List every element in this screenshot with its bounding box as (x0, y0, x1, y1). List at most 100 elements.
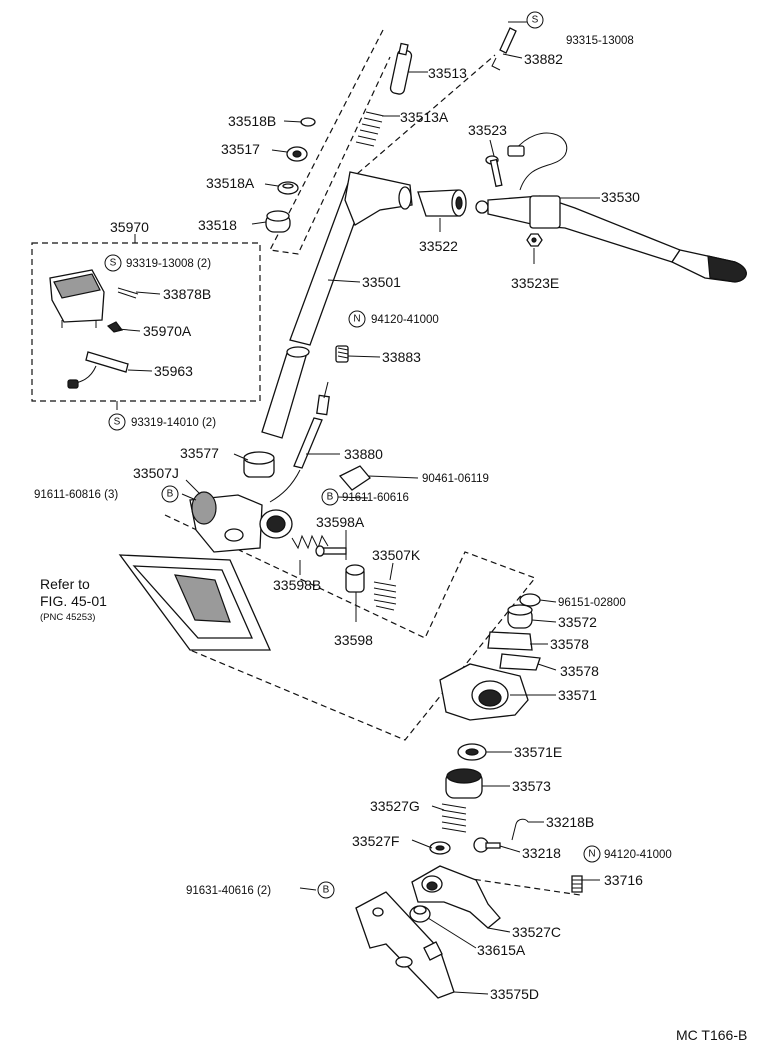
label-91631-40616: 91631-40616 (2) (186, 885, 271, 897)
diagram-code: MC T166-B (676, 1027, 747, 1043)
part-33598b-spring (291, 534, 329, 550)
refer-note-line3: (PNC 45253) (40, 612, 95, 623)
label-33883: 33883 (382, 349, 421, 365)
label-33571e: 33571E (514, 744, 562, 760)
symbol-b-91611-b: B (321, 488, 339, 506)
label-90461-06119: 90461-06119 (422, 473, 489, 485)
part-33518a-washer (277, 181, 299, 195)
part-33578-lower-seat (499, 653, 541, 671)
svg-text:N: N (353, 314, 360, 325)
part-ring-nut (259, 509, 293, 539)
label-33527f: 33527F (352, 833, 399, 849)
part-33598-plunger (345, 564, 365, 593)
label-33507j: 33507J (133, 465, 179, 481)
label-33880: 33880 (344, 446, 383, 462)
part-33513-pin (389, 42, 413, 95)
label-33615a: 33615A (477, 942, 526, 958)
refer-note-line2: FIG. 45-01 (40, 593, 107, 609)
symbol-b-91631: B (317, 881, 335, 899)
label-93315-13008: 93315-13008 (566, 35, 634, 47)
label-33522: 33522 (419, 238, 458, 254)
label-96151-02800: 96151-02800 (558, 597, 626, 609)
label-33518: 33518 (198, 217, 237, 233)
svg-text:S: S (110, 258, 117, 269)
part-96151-snap-ring (519, 593, 541, 607)
symbol-s-93319-b: S (108, 413, 126, 431)
label-33598: 33598 (334, 632, 373, 648)
svg-text:B: B (323, 885, 330, 896)
refer-note: Refer to FIG. 45-01 (PNC 45253) (40, 576, 107, 623)
symbol-n-94120-b: N (583, 845, 601, 863)
label-93319-13008: 93319-13008 (2) (126, 258, 211, 270)
label-33527c: 33527C (512, 924, 561, 940)
part-33517-bushing (286, 146, 308, 162)
part-33716-stud (571, 875, 583, 893)
part-33507k-spring (373, 581, 397, 611)
part-33218-bolt (473, 837, 501, 853)
lever-link-dashed-line (349, 54, 496, 181)
label-35970: 35970 (110, 219, 149, 235)
label-33530: 33530 (601, 189, 640, 205)
part-33572-bushing (507, 604, 533, 629)
label-33513: 33513 (428, 65, 467, 81)
label-33575d: 33575D (490, 986, 539, 1002)
part-33598a-pin (315, 545, 347, 557)
knob-kit-dashed-box (31, 242, 261, 402)
label-94120-41000-a: 94120-41000 (371, 314, 439, 326)
part-33507j-housing (189, 491, 263, 553)
part-33523-bolt (485, 155, 503, 188)
part-33518b-clip (300, 117, 316, 127)
part-33578-upper-seat (487, 631, 533, 651)
label-33577: 33577 (180, 445, 219, 461)
part-33577-bushing (243, 451, 275, 478)
label-33218: 33218 (522, 845, 561, 861)
part-33883-plug (335, 345, 349, 363)
label-33507k: 33507K (372, 547, 421, 563)
svg-text:N: N (588, 849, 595, 860)
label-33572: 33572 (558, 614, 597, 630)
refer-note-line1: Refer to (40, 576, 90, 592)
part-33527c-arm (411, 865, 501, 929)
part-33615a-bushing (409, 905, 431, 923)
label-33513a: 33513A (400, 109, 449, 125)
label-33527g: 33527G (370, 798, 420, 814)
label-94120-41000-b: 94120-41000 (604, 849, 672, 861)
label-33523: 33523 (468, 122, 507, 138)
part-33218b-clip (511, 818, 529, 841)
part-33571-lever-housing (439, 663, 529, 721)
label-35963: 35963 (154, 363, 193, 379)
part-35970-knob-cover (49, 269, 105, 328)
part-33527f-washer (429, 841, 451, 855)
part-33513a-spring (355, 111, 385, 147)
svg-text:B: B (167, 489, 174, 500)
part-33880-cable (269, 381, 330, 503)
label-93319-14010: 93319-14010 (2) (131, 417, 216, 429)
label-35970a: 35970A (143, 323, 192, 339)
leader-lines (116, 21, 600, 995)
label-33573: 33573 (512, 778, 551, 794)
svg-text:B: B (327, 492, 334, 503)
part-33878b-spring-clip (117, 287, 139, 299)
part-33530-shift-lever (475, 132, 747, 283)
label-33501: 33501 (362, 274, 401, 290)
label-33517: 33517 (221, 141, 260, 157)
label-33571: 33571 (558, 687, 597, 703)
svg-text:S: S (532, 15, 539, 26)
label-33878b: 33878B (163, 286, 211, 302)
label-33523e: 33523E (511, 275, 559, 291)
part-33523e-nut (526, 233, 543, 247)
label-33882: 33882 (524, 51, 563, 67)
symbol-s-93319-a: S (104, 254, 122, 272)
label-33578-lower: 33578 (560, 663, 599, 679)
label-91611-60616: 91611-60616 (342, 492, 409, 504)
part-33501-shift-column (261, 171, 413, 439)
part-33571e-washer (457, 743, 487, 761)
label-33716: 33716 (604, 872, 643, 888)
part-90461-clip (338, 465, 371, 491)
part-33527g-spring (441, 803, 467, 833)
part-33518-bushing (265, 210, 291, 233)
label-91611-60816: 91611-60816 (3) (34, 489, 118, 501)
label-33598a: 33598A (316, 514, 365, 530)
symbol-b-91611-a: B (161, 485, 179, 503)
